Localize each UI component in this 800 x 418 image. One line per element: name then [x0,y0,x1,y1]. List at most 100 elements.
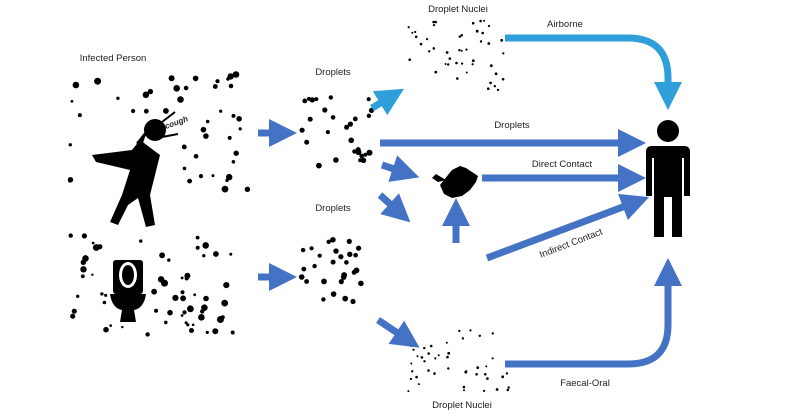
droplet-dot [465,48,468,51]
droplet-dot [416,355,419,358]
droplet-dot [506,388,510,392]
coughing-person-icon: cough [92,111,189,227]
droplet-dot [484,373,487,376]
droplet-dot [167,258,171,262]
droplet-dot [77,113,82,118]
droplet-dot [109,324,112,327]
droplet-dot [330,259,336,265]
droplet-dot [180,295,187,302]
droplet-dot [417,383,420,386]
droplet-dot [317,253,322,258]
droplet-dot [505,372,509,375]
droplet-dot [460,34,464,37]
droplet-dot [408,58,412,61]
droplet-dot [328,95,333,100]
droplet-dot [415,375,418,379]
droplet-dot [180,276,184,280]
droplet-dot [491,357,494,360]
droplet-dot [447,351,451,355]
droplet-dot [414,30,417,34]
droplet-dot [195,235,200,240]
droplet-dot [231,113,236,118]
droplet-dot [164,320,168,325]
droplet-dot [427,369,430,372]
droplet-dot [433,372,436,375]
droplet-dot [423,360,426,363]
droplet-dot [340,274,347,280]
droplet-dot [446,355,449,359]
droplet-dot [312,263,317,269]
droplet-dot [221,299,229,307]
arrow-droplets-to-nuclei [376,317,420,348]
droplet-dot [485,365,488,368]
droplet-dot [410,344,413,347]
droplet-dot [147,88,154,95]
droplet-dot [432,47,436,50]
droplet-dot [205,330,209,334]
droplet-dot [316,162,322,169]
droplet-dot [191,323,195,327]
droplet-dot [414,35,418,39]
droplet-dot [419,42,423,46]
droplet-dot [192,75,199,82]
droplet-dot [496,88,500,92]
droplet-dot [475,29,479,33]
droplet-dot [80,266,87,273]
droplet-dot [458,35,461,38]
droplet-dot [304,139,310,145]
droplet-dot [434,70,438,74]
droplet-dot [198,314,205,321]
droplet-dot [168,75,175,82]
droplet-dot [211,174,215,178]
droplet-dot [180,314,184,317]
droplet-dot [326,239,331,244]
droplet-dot [139,239,143,243]
droplet-dot [411,370,414,373]
droplet-dot [92,244,100,251]
droplet-dot [475,373,478,376]
droplet-dot [355,149,362,156]
droplet-dot [465,71,468,74]
droplet-dot [325,130,330,135]
droplet-dot [434,357,437,360]
droplet-dot [322,107,328,113]
droplet-dot [68,233,73,238]
droplet-dot [494,72,498,76]
droplet-dot [177,96,184,103]
droplet-dot [227,135,232,140]
droplet-dot [359,153,365,159]
droplet-dot [353,252,358,258]
droplet-dot [423,346,426,350]
droplet-dot [428,50,431,53]
droplet-dot [238,127,242,131]
droplet-dot [219,109,223,113]
airborne-arrow [505,34,682,110]
droplet-dot [489,81,492,85]
droplet-dot [501,375,505,379]
droplet-dot [344,124,350,130]
droplet-dot [314,97,319,102]
droplet-dot [103,326,109,333]
toilet-icon [110,260,146,322]
droplet-dot [456,77,459,80]
droplet-dot [189,328,194,333]
droplet-dot [445,51,449,54]
droplet-dot [186,323,190,327]
droplet-dot [225,178,229,183]
droplet-dot [429,344,433,348]
droplet-dot [193,293,197,297]
droplet-dot [143,108,149,114]
droplet-dot [144,93,149,98]
droplet-dot [300,247,306,253]
droplet-dot [495,388,499,391]
droplet-dot [469,329,472,332]
droplet-dot [121,325,124,329]
droplet-dot [411,31,414,34]
droplet-dot [213,251,219,257]
droplet-dot [487,24,491,28]
droplet-dot [471,21,475,25]
droplet-dot [163,108,169,114]
droplet-dot [432,20,435,24]
droplet-dot [236,116,242,122]
